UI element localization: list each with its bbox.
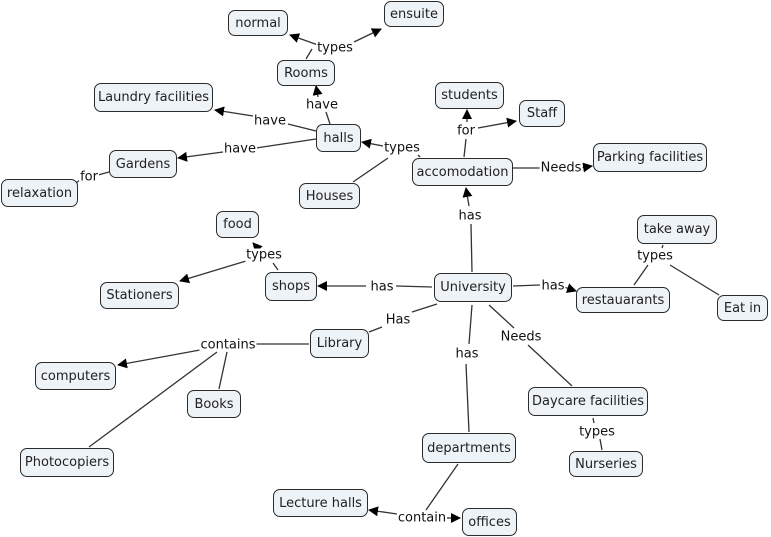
concept-node-computers[interactable]: computers: [35, 362, 116, 390]
connector-line: [470, 223, 473, 273]
link-label[interactable]: for: [79, 169, 99, 185]
link-label[interactable]: Needs: [539, 160, 583, 176]
connector-line: [272, 262, 279, 271]
connector-line: [287, 123, 317, 132]
connector-line: [88, 351, 218, 448]
concept-node-offices[interactable]: offices: [462, 508, 517, 536]
concept-node-rooms[interactable]: Rooms: [277, 60, 335, 86]
arrow-line: [289, 33, 319, 46]
link-label[interactable]: contain: [396, 510, 448, 526]
link-label[interactable]: types: [636, 248, 674, 264]
link-label[interactable]: types: [383, 140, 421, 156]
connector-line: [465, 363, 470, 433]
connector-line: [395, 285, 433, 288]
concept-node-laundry-facilities[interactable]: Laundry facilities: [94, 83, 213, 112]
connector-line: [218, 351, 228, 390]
concept-node-library[interactable]: Library: [310, 329, 369, 358]
connector-line: [468, 304, 473, 345]
arrow-line: [179, 260, 247, 284]
link-label[interactable]: Has: [384, 312, 412, 328]
concept-node-accomodation[interactable]: accomodation: [412, 158, 513, 186]
connector-line: [592, 417, 595, 424]
concept-node-shops[interactable]: shops: [265, 272, 317, 301]
concept-node-houses[interactable]: Houses: [299, 183, 360, 209]
concept-node-eat-in[interactable]: Eat in: [717, 295, 768, 321]
concept-node-ensuite[interactable]: ensuite: [384, 1, 444, 27]
concept-node-gardens[interactable]: Gardens: [109, 150, 177, 178]
connector-line: [352, 157, 389, 183]
concept-node-parking-facilities[interactable]: Parking facilities: [593, 143, 707, 172]
concept-node-stationers[interactable]: Stationers: [100, 282, 179, 309]
arrow-line: [477, 117, 517, 129]
link-label[interactable]: types: [245, 247, 283, 263]
concept-node-books[interactable]: Books: [187, 390, 241, 418]
concept-node-daycare-facilities[interactable]: Daycare facilities: [528, 387, 648, 416]
concept-node-students[interactable]: students: [435, 82, 504, 109]
arrow-line: [117, 349, 201, 369]
link-label[interactable]: has: [540, 278, 566, 294]
link-label[interactable]: types: [578, 424, 616, 440]
link-label[interactable]: Needs: [499, 329, 543, 345]
connector-line: [255, 138, 317, 149]
link-label[interactable]: have: [223, 141, 257, 157]
connector-line: [463, 138, 467, 158]
link-label[interactable]: have: [305, 97, 339, 113]
concept-node-departments[interactable]: departments: [422, 433, 516, 463]
arrow-line: [214, 106, 254, 117]
link-label[interactable]: types: [316, 40, 354, 56]
concept-node-photocopiers[interactable]: Photocopiers: [20, 448, 114, 477]
concept-node-staff[interactable]: Staff: [519, 100, 565, 127]
connector-line: [417, 154, 421, 158]
arrow-line: [312, 85, 323, 98]
concept-node-halls[interactable]: halls: [316, 124, 361, 152]
connector-line: [527, 344, 573, 387]
concept-node-lecture-halls[interactable]: Lecture halls: [273, 489, 368, 517]
link-label[interactable]: contains: [199, 337, 257, 353]
connector-line: [97, 171, 110, 176]
connector-line: [633, 264, 649, 286]
connector-line: [488, 304, 515, 329]
arrow-line: [462, 187, 473, 207]
connector-line: [425, 463, 459, 511]
concept-node-food[interactable]: food: [216, 211, 259, 238]
connector-line: [325, 111, 331, 125]
connector-line: [599, 438, 603, 451]
link-label[interactable]: has: [369, 279, 395, 295]
link-label[interactable]: has: [457, 208, 483, 224]
connector-line: [512, 284, 541, 287]
arrow-line: [368, 506, 398, 517]
link-label[interactable]: has: [454, 346, 480, 362]
connector-line: [411, 303, 438, 313]
link-label[interactable]: for: [456, 123, 476, 139]
concept-node-restaurants[interactable]: restauarants: [576, 287, 670, 313]
connector-line: [669, 264, 720, 296]
arrow-line: [563, 283, 577, 293]
connector-line: [661, 244, 664, 249]
arrow-line: [353, 28, 382, 43]
connector-line: [305, 48, 313, 60]
link-label[interactable]: have: [253, 113, 287, 129]
concept-node-nurseries[interactable]: Nurseries: [569, 451, 643, 477]
arrow-line: [177, 151, 224, 162]
concept-node-take-away[interactable]: take away: [637, 215, 717, 244]
connector-line: [368, 326, 383, 333]
arrow-line: [361, 138, 384, 149]
concept-node-relaxation[interactable]: relaxation: [1, 179, 78, 207]
concept-node-university[interactable]: University: [434, 273, 512, 302]
concept-node-normal[interactable]: normal: [228, 10, 288, 36]
